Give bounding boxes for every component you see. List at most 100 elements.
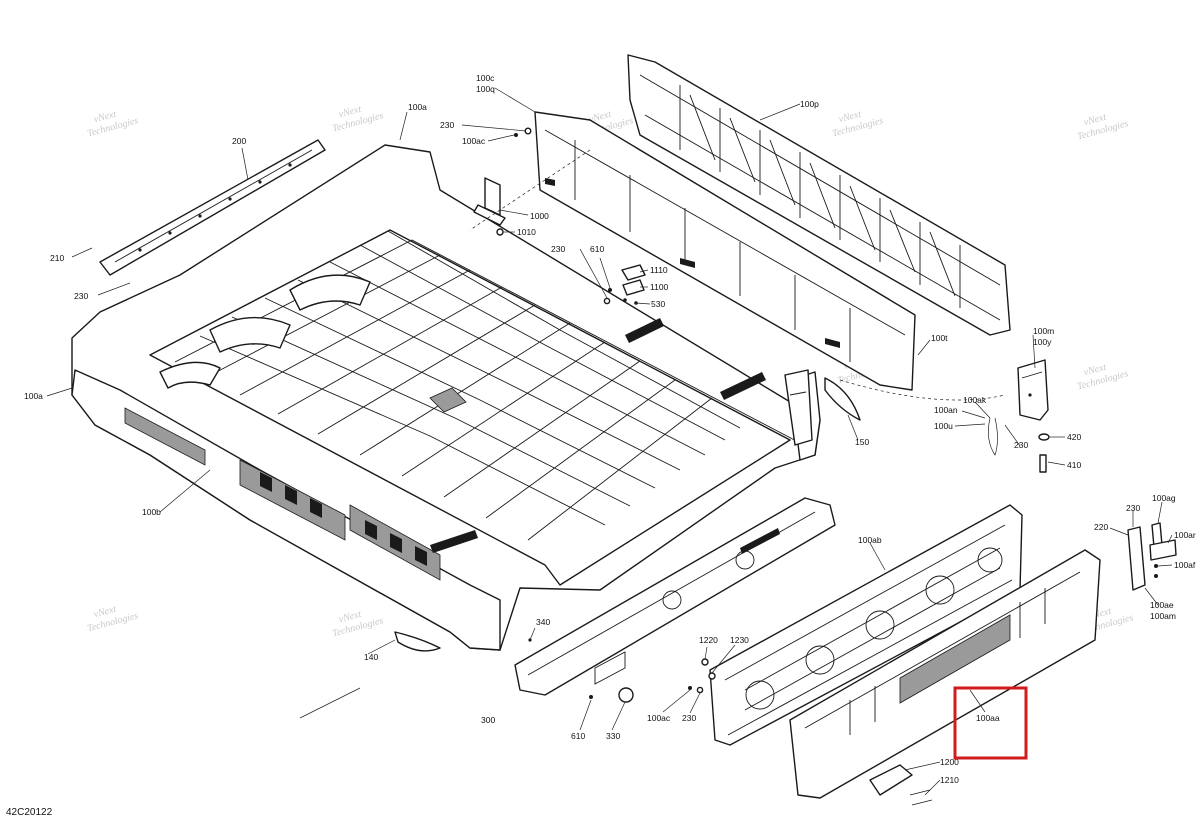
front-wall-panels (574, 140, 851, 362)
callout-530: 530 (651, 299, 665, 309)
callout-labels: 100a 200 210 230 100a 100b 140 300 340 6… (24, 73, 1196, 785)
watermark: vNext Technologies (1076, 112, 1130, 143)
callout-100ar: 100ar (1174, 530, 1196, 540)
washer-230-mid (603, 297, 611, 305)
watermark: vNext Technologies (331, 609, 385, 640)
callout-100m: 100m (1033, 326, 1054, 336)
hinge-plate-100ar (1149, 539, 1177, 561)
fastener-1010 (496, 228, 504, 236)
callout-100u: 100u (934, 421, 953, 431)
callout-100p: 100p (800, 99, 819, 109)
bolts-100af (1154, 564, 1158, 578)
latch-1200 (869, 764, 913, 796)
watermark: vNext Technologies (86, 604, 140, 635)
tailgate-outer-slots (849, 588, 1046, 735)
callout-230: 230 (682, 713, 696, 723)
callout-100ab: 100ab (858, 535, 882, 545)
cargo-box-label-plate (429, 387, 467, 413)
cargo-box-floor (149, 229, 791, 586)
callout-200: 200 (232, 136, 246, 146)
callout-410: 410 (1067, 460, 1081, 470)
callout-1200: 1200 (940, 757, 959, 767)
watermark: vNext Technologies (831, 109, 885, 140)
callout-230: 230 (551, 244, 565, 254)
tailgate-top-cap-300 (514, 497, 836, 696)
cargo-box-logo-floor (625, 318, 664, 343)
callout-300: 300 (481, 715, 495, 725)
washer-230-top (524, 127, 532, 135)
callout-340: 340 (536, 617, 550, 627)
callout-230: 230 (1126, 503, 1140, 513)
callout-610: 610 (590, 244, 604, 254)
hinge-strap-220 (1127, 526, 1146, 591)
tailgate-outer-panel-100aa (789, 549, 1101, 799)
tailgate-inner-ribs (744, 547, 1003, 711)
callout-210: 210 (50, 253, 64, 263)
washer-420 (1038, 433, 1050, 441)
hinge-bracket-100m (1017, 359, 1049, 421)
watermark: vNext Technologies (331, 104, 385, 135)
cargo-box-wheel-well-mid (209, 316, 291, 353)
washer-230-bottom (696, 686, 704, 694)
bushing-150 (824, 377, 861, 421)
callout-100ak: 100ak (963, 395, 987, 405)
cargo-box-floor-ribs (174, 230, 807, 541)
cargo-box-logo-side (430, 530, 478, 553)
watermark: vNext Technologies (86, 109, 140, 140)
watermark: vNext Technologies (1076, 362, 1130, 393)
cargo-box-wheel-well-rear (159, 361, 221, 389)
callout-230: 230 (440, 120, 454, 130)
fastener-1220 (701, 658, 709, 666)
highlight-box-100aa (953, 686, 1028, 760)
screws-1210 (909, 789, 933, 806)
callout-230: 230 (1014, 440, 1028, 450)
callout-100b: 100b (142, 507, 161, 517)
callout-1210: 1210 (940, 775, 959, 785)
callout-610: 610 (571, 731, 585, 741)
callout-420: 420 (1067, 432, 1081, 442)
plug-330 (618, 687, 634, 703)
fastener-1230 (708, 672, 716, 680)
bolt-410 (1039, 454, 1047, 473)
callout-100ae: 100ae (1150, 600, 1174, 610)
callout-100c: 100c (476, 73, 495, 83)
callout-1110: 1110 (650, 265, 668, 275)
left-bed-rail-200 (99, 139, 326, 276)
callout-150: 150 (855, 437, 869, 447)
callout-100af: 100af (1174, 560, 1196, 570)
leader-lines (46, 87, 1173, 796)
assembly-line-front (469, 149, 591, 231)
callout-100aa: 100aa (976, 713, 1000, 723)
cargo-box-logo-rear (720, 372, 766, 400)
latch-bracket-1110 (621, 264, 646, 281)
callout-140: 140 (364, 652, 378, 662)
screw-610-bottom (589, 695, 593, 699)
callout-100ag: 100ag (1152, 493, 1176, 503)
callout-100ac: 100ac (647, 713, 671, 723)
callout-1000: 1000 (530, 211, 549, 221)
callout-100ac: 100ac (462, 136, 486, 146)
callout-100a: 100a (24, 391, 43, 401)
callout-100an: 100an (934, 405, 958, 415)
bracket-1000 (473, 177, 506, 226)
callout-100am: 100am (1150, 611, 1176, 621)
assembly-line-hinge (839, 379, 1006, 401)
hinge-arm-right (784, 369, 813, 446)
callout-330: 330 (606, 731, 620, 741)
callout-100t: 100t (931, 333, 948, 343)
callout-230: 230 (74, 291, 88, 301)
screw-100ac-bottom (688, 686, 692, 690)
cargo-box-side-vents (124, 407, 441, 581)
front-wall-panel-100q (534, 111, 916, 391)
latch-plate-1100 (622, 279, 645, 296)
callout-1220: 1220 (699, 635, 718, 645)
screw-610-mid (608, 288, 612, 292)
screw-100ac-top (514, 133, 518, 137)
cable-100ak (988, 417, 998, 456)
callout-1010: 1010 (517, 227, 536, 237)
callout-100q: 100q (476, 84, 495, 94)
callout-100y: 100y (1033, 337, 1052, 347)
bulkhead-rack-ribs (639, 74, 1001, 321)
